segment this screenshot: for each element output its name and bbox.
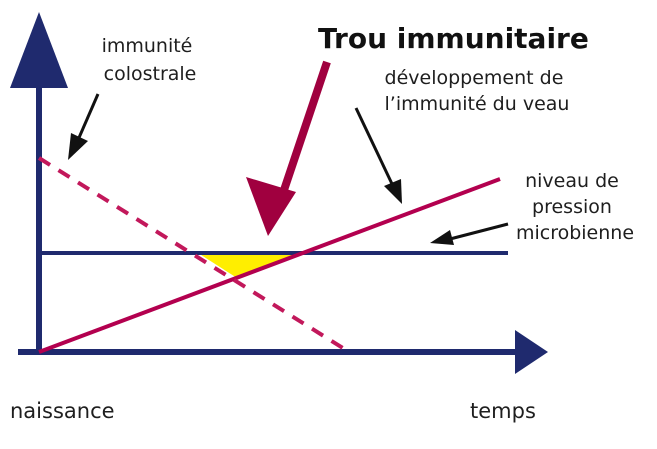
title-arrow xyxy=(246,60,331,236)
immune-gap-area xyxy=(198,253,300,278)
pressure-label-line-1: niveau de xyxy=(525,170,619,192)
y-axis-arrowhead xyxy=(10,12,68,88)
title-arrow-shaft xyxy=(278,60,331,198)
x-axis-start-label: naissance xyxy=(10,399,115,423)
colostral-label: immunité colostrale xyxy=(102,35,199,85)
calf-immunity-line xyxy=(38,177,501,354)
pressure-label: niveau de pression microbienne xyxy=(516,170,634,244)
pressure-label-line-2: pression xyxy=(532,196,612,218)
title-arrow-head xyxy=(246,177,296,236)
x-axis-arrowhead xyxy=(515,330,548,374)
calf-immunity-label-line-1: développement de xyxy=(385,67,564,89)
colostral-immunity-line xyxy=(37,156,348,352)
pressure-pointer-shaft xyxy=(449,222,509,241)
pressure-label-line-3: microbienne xyxy=(516,222,634,244)
pointer-arrows xyxy=(68,93,509,245)
calf-immunity-label-line-2: l’immunité du veau xyxy=(385,93,570,115)
pressure-pointer-head xyxy=(430,230,454,245)
calf-pointer-shaft xyxy=(354,107,395,187)
colostral-label-line-1: immunité xyxy=(102,35,193,57)
colostral-label-line-2: colostrale xyxy=(104,63,197,85)
calf-pointer-head xyxy=(384,179,402,204)
calf-immunity-label: développement de l’immunité du veau xyxy=(385,67,570,115)
axes xyxy=(10,12,548,374)
diagram-title: Trou immunitaire xyxy=(318,22,589,55)
colostral-pointer-shaft xyxy=(76,93,100,141)
x-axis-end-label: temps xyxy=(470,399,536,423)
colostral-pointer-head xyxy=(68,133,88,160)
